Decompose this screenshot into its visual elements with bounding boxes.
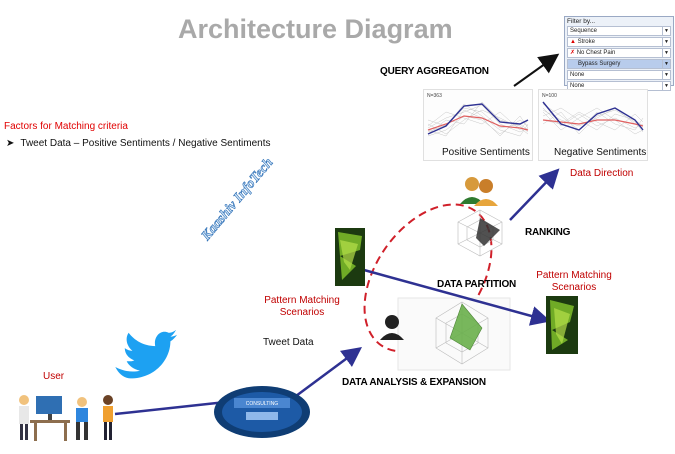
filter-row-label: Sequence [570, 28, 598, 34]
people-icon [460, 177, 498, 206]
dropdown-arrow-icon: ▼ [662, 49, 670, 57]
negative-plot-svg: N=100 [542, 93, 644, 135]
data-analysis-label: DATA ANALYSIS & EXPANSION [342, 377, 486, 388]
pattern-thumbnail-left [335, 228, 365, 286]
dropdown-arrow-icon: ▼ [662, 82, 670, 90]
bullet-arrow-icon: ➤ [6, 138, 15, 149]
diagram-title: Architecture Diagram [178, 14, 453, 44]
ranking-radar-chart [457, 209, 503, 257]
dropdown-arrow-icon: ▼ [662, 71, 670, 79]
positive-sentiment-plot: N=363 [423, 89, 533, 161]
dropdown-arrow-icon: ▼ [662, 27, 670, 35]
factors-bullet-text: Tweet Data – Positive Sentiments / Negat… [20, 138, 271, 149]
pattern-matching-right-label: Pattern Matching Scenarios [529, 270, 619, 294]
pattern-left-line1: Pattern Matching [264, 295, 340, 306]
data-partition-label: DATA PARTITION [437, 279, 517, 290]
consulting-text: CONSULTING [246, 401, 279, 407]
twitter-bird-icon [115, 329, 178, 379]
user-to-analysis-line [114, 400, 227, 416]
pattern-to-pattern-arrow [363, 268, 551, 326]
negative-sentiments-label: Negative Sentiments [554, 147, 647, 158]
analysis-radar-chart [397, 297, 511, 371]
pattern-right-line2: Scenarios [551, 282, 597, 293]
filter-row-label: Bypass Surgery [578, 61, 621, 67]
warning-icon: ▲ [570, 39, 578, 45]
filter-row[interactable]: None ▼ [567, 70, 671, 80]
filter-row[interactable]: Sequence ▼ [567, 26, 671, 36]
pattern-left-line2: Scenarios [279, 307, 325, 318]
filter-row-label: No Chest Pain [576, 50, 616, 56]
pattern-right-line1: Pattern Matching [536, 270, 612, 281]
negative-sentiment-plot: N=100 [538, 89, 648, 161]
tweet-data-label: Tweet Data [263, 337, 314, 348]
user-illustration [19, 395, 113, 441]
factors-bullet: ➤ Tweet Data – Positive Sentiments / Nega… [6, 138, 271, 149]
filter-row[interactable]: ✗ No Chest Pain ▼ [567, 48, 671, 58]
factors-heading: Factors for Matching criteria [4, 121, 128, 132]
data-direction-label: Data Direction [570, 168, 634, 179]
filter-row[interactable]: ▲ Stroke ▼ [567, 37, 671, 47]
dropdown-arrow-icon: ▼ [662, 60, 670, 68]
ranking-label: RANKING [525, 227, 571, 238]
pattern-thumbnail-right [546, 296, 578, 354]
query-aggregation-label: QUERY AGGREGATION [380, 66, 489, 77]
filter-title: Filter by... [567, 18, 596, 25]
filter-row-label: Stroke [577, 39, 595, 45]
cross-icon: ✗ [570, 50, 577, 56]
positive-plot-svg: N=363 [427, 93, 529, 137]
plot-tag: N=100 [542, 93, 557, 99]
positive-sentiments-label: Positive Sentiments [442, 147, 530, 158]
analysis-to-partition-arrow [295, 347, 363, 398]
pattern-matching-left-label: Pattern Matching Scenarios [257, 295, 347, 319]
plot-tag: N=363 [427, 93, 442, 99]
filter-row-label: None [570, 72, 585, 78]
ranking-to-direction-arrow [509, 168, 560, 221]
user-label: User [43, 371, 65, 382]
person-icon [380, 315, 404, 340]
filter-panel: Filter by... Sequence ▼ ▲ Stroke ▼ ✗ No Ch… [564, 16, 674, 91]
filter-row[interactable]: Bypass Surgery ▼ [567, 59, 671, 69]
filter-row-label: None [570, 83, 585, 89]
black-arrow-to-filter [513, 53, 560, 87]
dropdown-arrow-icon: ▼ [662, 38, 670, 46]
consulting-image: CONSULTING [214, 386, 310, 438]
